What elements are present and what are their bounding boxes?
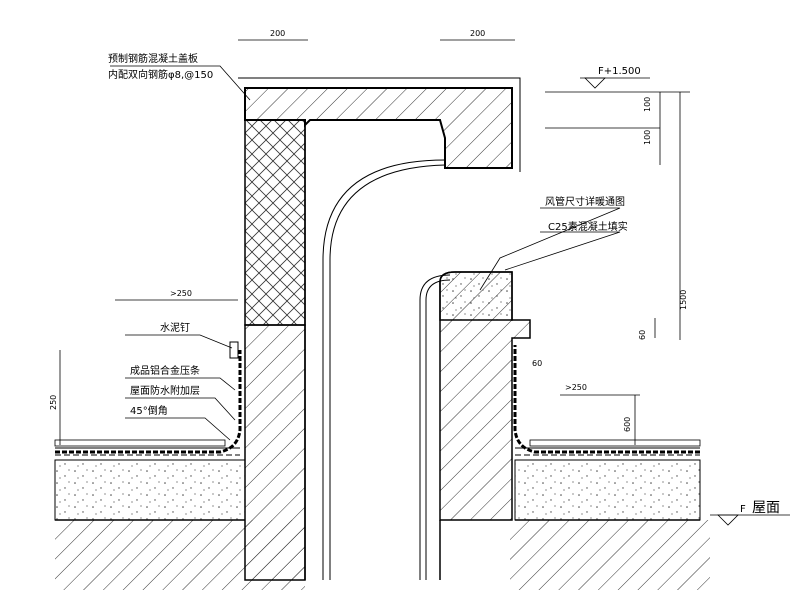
dim-600: 600 bbox=[623, 417, 632, 432]
roof-label: 屋面 bbox=[752, 500, 780, 516]
top-level-label: F+1.500 bbox=[598, 66, 641, 77]
right-riser-wall bbox=[439, 271, 531, 580]
roof-level-marker: F 屋面 bbox=[710, 500, 790, 526]
label-cement-nail: 水泥钉 bbox=[160, 321, 190, 334]
left-riser-wall bbox=[244, 119, 306, 581]
label-aluminum-strip: 成品铝合金压条 bbox=[130, 364, 200, 377]
dim-60-horizontal: 60 bbox=[532, 359, 542, 368]
dim-250-vertical: 250 bbox=[49, 395, 58, 410]
dimensions bbox=[59, 39, 690, 445]
dim-cap-left: 200 bbox=[270, 29, 285, 38]
dim-gt250-left: >250 bbox=[170, 289, 192, 298]
label-precast-rebar: 内配双向钢筋φ8,@150 bbox=[108, 68, 213, 81]
dim-60-vertical: 60 bbox=[638, 330, 647, 340]
roof-slab-right bbox=[510, 439, 710, 590]
top-level-marker: F+1.500 bbox=[580, 66, 650, 89]
dim-100-b: 100 bbox=[643, 130, 652, 145]
precast-cap-slab bbox=[238, 77, 521, 172]
waterproof-layer-left bbox=[55, 341, 242, 454]
dim-1500: 1500 bbox=[679, 290, 688, 310]
dim-100-a: 100 bbox=[643, 97, 652, 112]
duct-bend bbox=[304, 125, 451, 580]
dim-gt250-right: >250 bbox=[565, 383, 587, 392]
label-chamfer: 45°倒角 bbox=[130, 405, 168, 417]
label-waterproof-layer: 屋面防水附加层 bbox=[130, 384, 200, 397]
dim-cap-right: 200 bbox=[470, 29, 485, 38]
roof-level-symbol: F bbox=[740, 504, 746, 515]
label-precast-slab: 预制钢筋混凝土盖板 bbox=[108, 52, 198, 65]
leader-lines bbox=[110, 65, 621, 441]
label-duct-size: 风管尺寸详暖通图 bbox=[545, 195, 625, 208]
label-c25-fill: C25素混凝土填实 bbox=[548, 220, 628, 233]
waterproof-layer-right bbox=[513, 345, 700, 454]
